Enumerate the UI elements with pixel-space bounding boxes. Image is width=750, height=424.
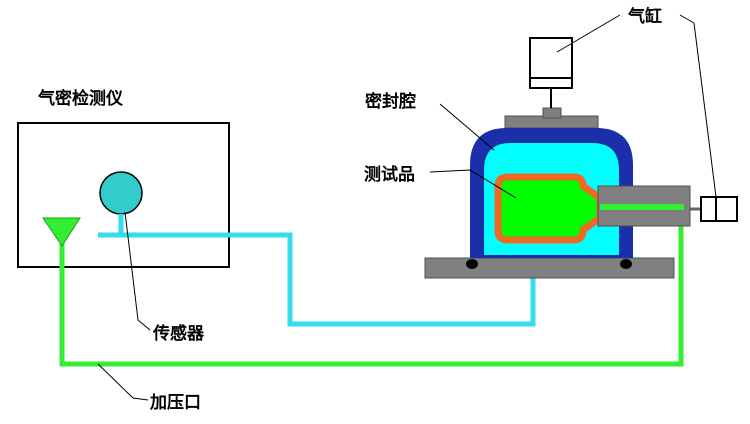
- pressure-port-funnel: [42, 217, 81, 247]
- sensor-leader: [124, 211, 151, 331]
- test-sample: [494, 173, 604, 244]
- chamber-leader: [439, 103, 495, 151]
- cylinder-leader-top: [556, 14, 621, 53]
- side-cylinder-body: [700, 196, 738, 222]
- pressure-port-leader: [97, 363, 149, 401]
- top-cylinder-body: [529, 37, 573, 89]
- sealed-chamber-label: 密封腔: [365, 91, 416, 112]
- airtightness-tester-label: 气密检测仪: [37, 88, 124, 109]
- test-sample-label: 测试品: [364, 164, 415, 185]
- cylinder-leader-side: [679, 14, 717, 198]
- sample-leader: [429, 169, 517, 199]
- cylinder-label: 气缸: [627, 6, 662, 27]
- base-platform: [424, 257, 675, 279]
- cyan-pipe: [98, 232, 536, 327]
- pressure-port-label: 加压口: [149, 393, 201, 413]
- seal-ring-left: [466, 259, 478, 269]
- sensor-gauge: [99, 171, 143, 215]
- sensor-label: 传感器: [152, 323, 205, 344]
- cylinder-rod-block: [542, 107, 562, 119]
- seal-ring-right: [620, 259, 632, 269]
